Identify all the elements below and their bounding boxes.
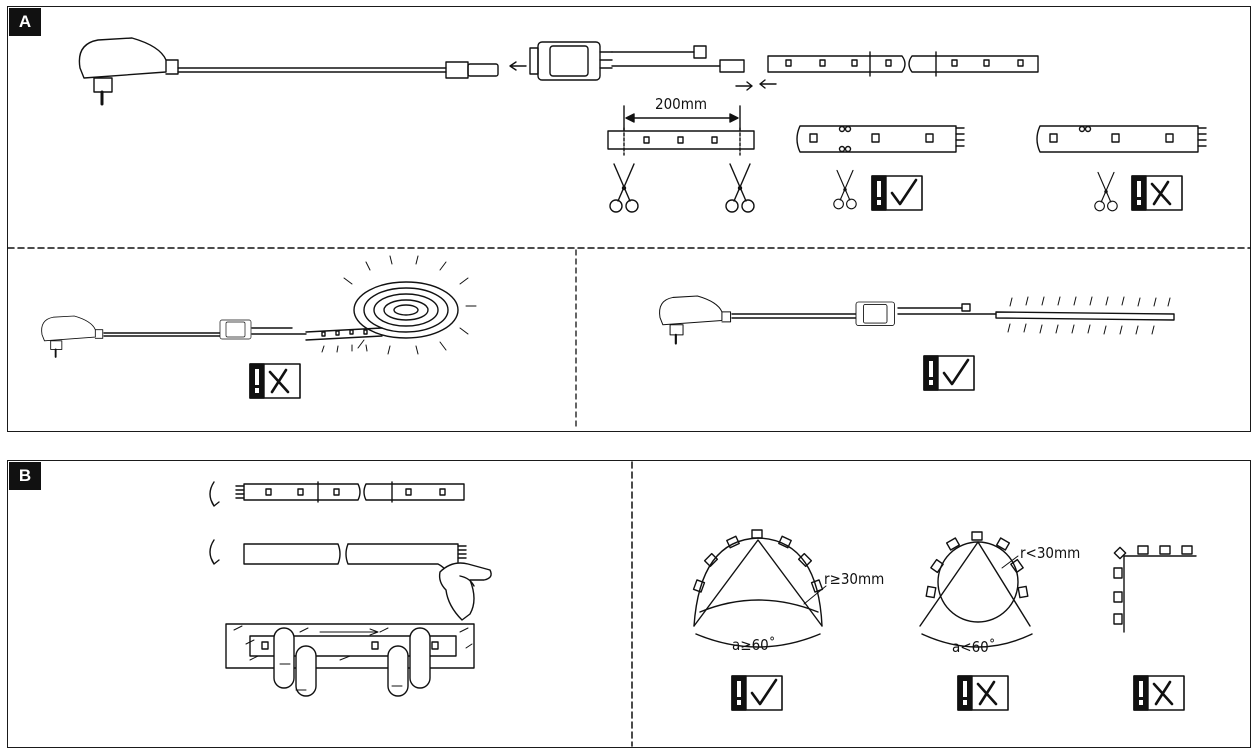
bend-radius-bad bbox=[919, 531, 1033, 648]
warning-cross-icon bbox=[1130, 174, 1184, 212]
radius-bad-label: r<30mm bbox=[1020, 544, 1080, 562]
warning-check-icon bbox=[730, 674, 784, 712]
section-b-label: B bbox=[9, 462, 41, 490]
arrow-left-icon bbox=[509, 61, 527, 71]
mounting-surface bbox=[225, 623, 475, 669]
warning-cross-icon bbox=[248, 362, 302, 400]
dimension-200mm bbox=[623, 105, 741, 131]
hand-icon bbox=[273, 627, 431, 697]
connect-arrows-icon bbox=[735, 79, 777, 91]
scissors-icon bbox=[725, 163, 755, 213]
power-adapter-icon bbox=[77, 36, 180, 106]
clean-surface-icon bbox=[209, 481, 220, 507]
adhesive-backing bbox=[243, 543, 467, 587]
hand-icon bbox=[438, 562, 492, 621]
led-strip-icon bbox=[235, 481, 465, 503]
strip-cut-correct bbox=[796, 125, 965, 153]
section-a-label: A bbox=[9, 8, 41, 36]
connector-plug bbox=[719, 59, 745, 73]
controller-box-icon bbox=[219, 319, 252, 340]
straight-led-strip bbox=[995, 296, 1175, 335]
angle-ok-label: a≥60˚ bbox=[732, 636, 776, 654]
section-b-panel bbox=[7, 460, 1251, 748]
scissors-icon bbox=[609, 163, 639, 213]
warning-check-icon bbox=[870, 174, 924, 212]
scissors-icon bbox=[833, 169, 857, 210]
power-adapter-icon bbox=[658, 294, 732, 345]
led-strip-icon bbox=[767, 51, 1039, 77]
dimension-label: 200mm bbox=[655, 95, 707, 113]
strip-cut-wrong bbox=[1036, 125, 1207, 153]
sharp-corner-bad bbox=[1113, 545, 1197, 633]
ir-receiver bbox=[693, 45, 707, 59]
controller-box-icon bbox=[855, 301, 895, 326]
dc-plug bbox=[445, 61, 499, 79]
controller-box-icon bbox=[529, 41, 613, 81]
power-adapter-icon bbox=[40, 315, 104, 358]
peel-icon bbox=[209, 539, 220, 565]
bend-radius-ok bbox=[692, 529, 827, 648]
section-a-panel bbox=[7, 6, 1251, 432]
scissors-icon bbox=[1094, 171, 1118, 212]
angle-bad-label: a<60˚ bbox=[952, 638, 996, 656]
warning-cross-icon bbox=[1132, 674, 1186, 712]
warning-check-icon bbox=[922, 354, 976, 392]
cut-strip bbox=[607, 127, 755, 156]
coiled-led-strip bbox=[305, 255, 477, 355]
radius-ok-label: r≥30mm bbox=[824, 570, 884, 588]
warning-cross-icon bbox=[956, 674, 1010, 712]
